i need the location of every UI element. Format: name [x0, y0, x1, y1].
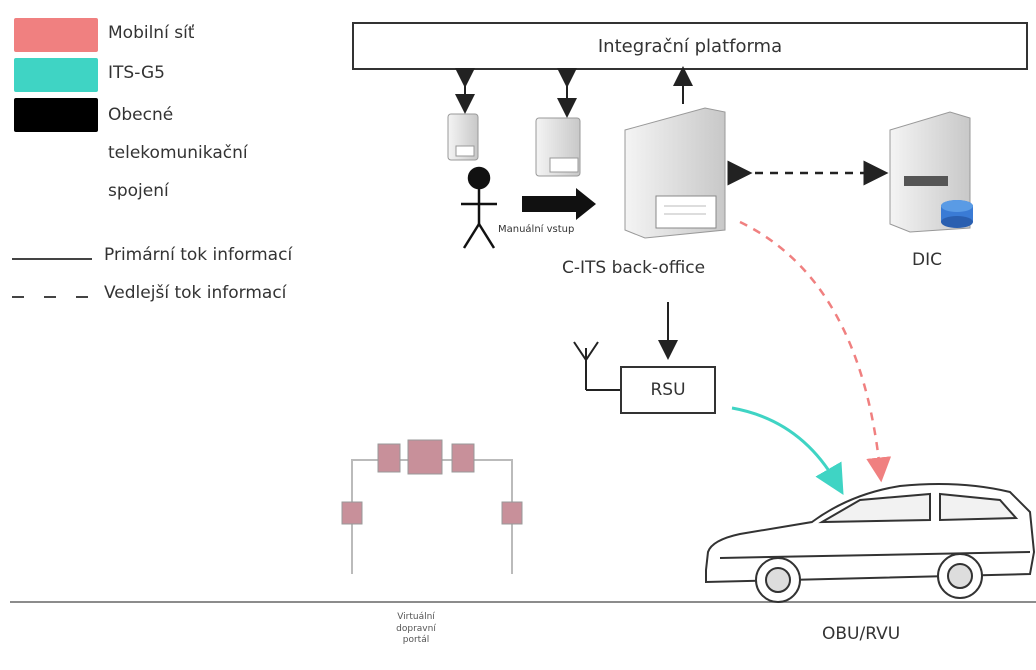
portal-label-line-1: Virtuální — [397, 612, 435, 622]
backoffice-label: C-ITS back-office — [562, 258, 706, 278]
legend-label-primary: Primární tok informací — [104, 245, 293, 265]
rsu-box: RSU — [620, 366, 716, 414]
car-icon — [705, 483, 1036, 603]
mobile-network-arrow — [739, 220, 892, 483]
itsg5-arrow — [731, 406, 844, 495]
legend-label-general-3: spojení — [108, 181, 169, 201]
backoffice-server-icon — [624, 107, 726, 239]
antenna-icon — [573, 341, 620, 391]
small-server-icon-1 — [447, 113, 479, 161]
legend-secondary-dash-2 — [44, 296, 56, 298]
legend-label-secondary: Vedlejší tok informací — [104, 283, 287, 303]
legend-label-itsg5: ITS-G5 — [108, 63, 165, 83]
vehicle-label: OBU/RVU — [822, 624, 901, 644]
integration-platform-label: Integrační platforma — [597, 35, 783, 57]
portal-label-line-2: dopravní — [396, 623, 436, 634]
rsu-label: RSU — [650, 380, 686, 400]
legend-label-mobile: Mobilní síť — [108, 23, 195, 43]
legend-swatch-mobile — [14, 18, 98, 52]
manual-input-label: Manuální vstup — [498, 224, 575, 235]
legend-swatch-general — [14, 98, 98, 132]
person-icon — [461, 166, 497, 249]
legend-primary-line — [12, 258, 92, 260]
small-server-icon-2 — [535, 117, 581, 177]
legend-label-general-2: telekomunikační — [108, 143, 248, 163]
legend-secondary-dash-3 — [76, 296, 88, 298]
dic-label: DIC — [912, 250, 942, 270]
virtual-portal-gantry — [341, 439, 523, 574]
portal-label: Virtuální dopravní portál — [386, 612, 446, 647]
legend-label-general-1: Obecné — [108, 105, 174, 125]
portal-label-line-3: portál — [402, 635, 430, 646]
legend-secondary-dash-1 — [12, 296, 24, 298]
dic-server-icon — [889, 111, 973, 233]
legend-swatch-itsg5 — [14, 58, 98, 92]
integration-platform-box: Integrační platforma — [352, 22, 1028, 70]
manual-input-arrow — [522, 188, 596, 220]
